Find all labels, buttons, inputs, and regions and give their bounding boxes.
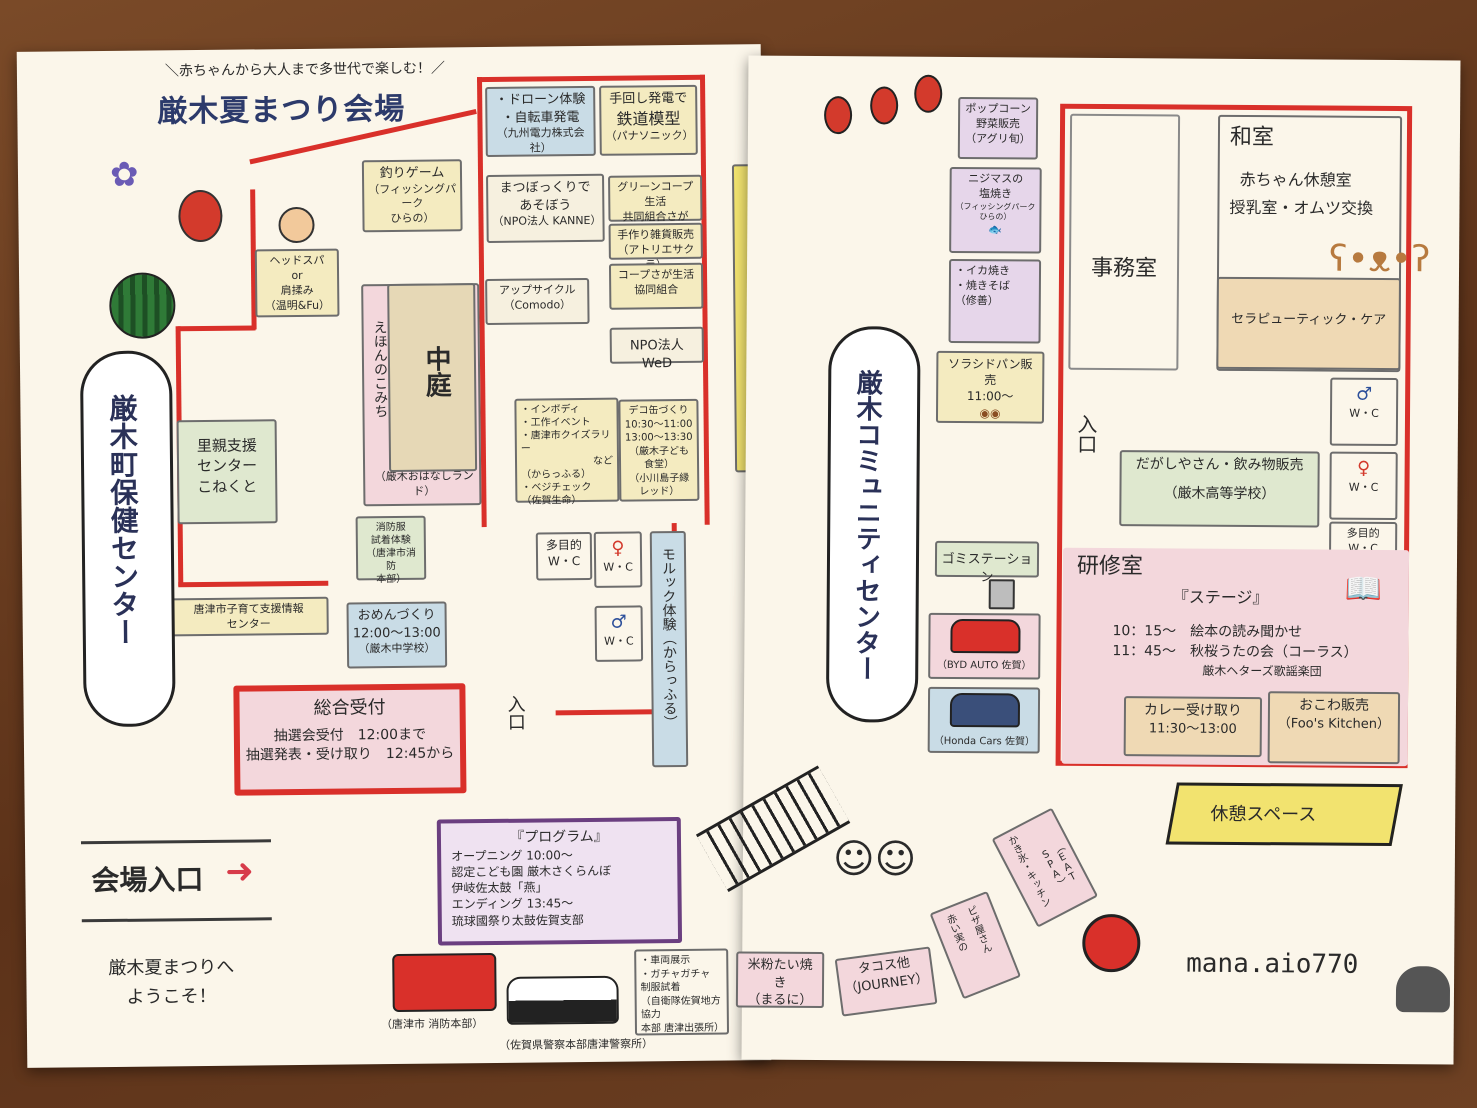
- lantern-icon: [914, 74, 943, 113]
- divider-bottom: [81, 917, 272, 923]
- stall-ika: ・イカ焼き・焼きそば（修善）: [948, 258, 1042, 344]
- woman-toilet-icon: ♀: [1356, 457, 1371, 479]
- right-map-page: ポップコーン野菜販売（アグリ旬） ニジマスの塩焼き（フィッシングパークひらの） …: [695, 55, 1461, 1065]
- lantern-icon: [178, 189, 223, 243]
- entrance-label: 入口: [504, 694, 526, 731]
- room-wc-women: ♀W・C: [1329, 451, 1398, 521]
- room-kosodate: 唐津市子育て支援情報センター: [168, 596, 329, 637]
- tagline: ＼赤ちゃんから大人まで多世代で楽しむ！／: [164, 60, 445, 80]
- stall-popcorn: ポップコーン野菜販売（アグリ旬）: [957, 96, 1039, 160]
- community-center-label: 厳木コミュニティセンター: [825, 326, 921, 723]
- fish-icon: 🐟: [988, 223, 1003, 237]
- room-railway: 手回し発電で鉄道模型（パナソニック）: [599, 84, 698, 156]
- blue-car-icon: [949, 692, 1021, 728]
- room-satooya: 里親支援センターこねくと: [176, 419, 278, 525]
- room-handmade: 手作り雑貨販売（アトリエサクラ）: [608, 222, 703, 271]
- train-car-kakigori: かき氷・キッチン（EAT SPA）: [991, 807, 1099, 928]
- room-wc-men: ♂W・C: [594, 605, 644, 662]
- building-wall-step: [177, 325, 256, 332]
- stall-dagashi: だがしやさん・飲み物販売（厳木高等学校）: [1119, 450, 1320, 528]
- stick-figures-icon: ☺☺: [832, 836, 917, 883]
- fire-truck-icon: [392, 952, 497, 1013]
- room-multipurpose-wc: 多目的W・C: [535, 531, 593, 581]
- room-matsubokkuri: まつぼっくりであそぼう（NPO法人 KANNE）: [486, 173, 605, 244]
- watermelon-icon: [109, 272, 176, 339]
- room-jimushitsu: 事務室: [1068, 113, 1181, 371]
- man-toilet-icon: ♂: [1356, 383, 1373, 405]
- taiko-drum-icon: [1082, 913, 1141, 973]
- cat-icon: [1395, 966, 1451, 1013]
- entrance-label: 入口: [1073, 413, 1099, 454]
- morning-glory-icon: ✿: [109, 154, 139, 195]
- garbage-station: ゴミステーション: [934, 540, 1040, 585]
- page-title: 厳木夏まつり会場: [157, 91, 406, 130]
- rest-space-tent: 休憩スペース: [1165, 782, 1403, 847]
- room-fire-uniform: 消防服試着体験（唐津市消防本部）: [355, 515, 427, 585]
- room-activities: ・インボディ・工作イベント・唐津市クイズラリーなど（からっふる）・ベジチェック（…: [514, 397, 620, 507]
- room-npo-wed: NPO法人WeD: [609, 326, 704, 371]
- bread-icon: ◉◉: [979, 405, 1001, 420]
- train-car-pizza: 赤い実のピザ屋さん: [929, 890, 1022, 1000]
- room-fishing: 釣りゲーム（フィッシングパークひらの）: [361, 159, 463, 233]
- room-wc-women: ♀W・C: [593, 531, 643, 588]
- trash-can-icon: [988, 579, 1015, 610]
- room-molluk: モルック体験（からっふる）: [649, 530, 689, 768]
- courtyard: 中庭: [387, 283, 478, 473]
- program-panel: 『プログラム』 オープニング 10:00〜 認定こども園 厳木さくらんぼ 伊岐佐…: [436, 817, 683, 946]
- room-greencoop: グリーンコープ生活共同組合さが: [608, 174, 703, 223]
- credit: mana.aio770: [1186, 948, 1359, 980]
- welcome-message: 厳木夏まつりへようこそ！: [108, 956, 235, 1008]
- man-toilet-icon: ♂: [610, 611, 627, 633]
- room-therapy: セラピューティック・ケア: [1216, 276, 1401, 371]
- health-center-label: 厳木町保健センター: [79, 350, 176, 728]
- arrow-right-icon: ➜: [225, 851, 255, 892]
- divider-top: [80, 839, 271, 845]
- left-map-page: ＼赤ちゃんから大人まで多世代で楽しむ！／ 厳木夏まつり会場 ✿ ・ドローン体験・…: [16, 44, 776, 1068]
- police-car-icon: [506, 975, 619, 1025]
- vehicle-display-note: ・車両展示・ガチャガチャ制服試着（自衛隊佐賀地方協力本部 唐津出張所）: [634, 948, 730, 1036]
- room-upcycle: アップサイクル（Comodo）: [485, 277, 590, 326]
- room-drone: ・ドローン体験・自転車発電（九州電力株式会社）: [485, 85, 596, 158]
- room-wc-men: ♂W・C: [1329, 377, 1399, 447]
- police-label: （佐賀県警察本部唐津警察所）: [499, 1037, 654, 1052]
- lantern-icon: [823, 96, 853, 135]
- venue-entrance-label: 会場入口: [91, 863, 204, 898]
- train-car-takosu: タコス他（JOURNEY）: [834, 946, 938, 1017]
- woman-toilet-icon: ♀: [611, 537, 625, 559]
- red-car-icon: [950, 618, 1021, 654]
- stall-okowa: おこわ販売（Foo's Kitchen）: [1267, 691, 1401, 765]
- child-face-icon: [278, 206, 315, 244]
- open-book-icon: 📖: [1344, 571, 1383, 607]
- fire-truck-label: （唐津市 消防本部）: [380, 1017, 484, 1032]
- stall-nijimasu: ニジマスの塩焼き（フィッシングパークひらの） 🐟: [949, 166, 1042, 254]
- train-car-beiko: 米粉たい焼き（まるに）: [735, 951, 825, 1008]
- room-coopsaga: コープさが生活協同組合: [608, 262, 704, 310]
- building-wall-south: [178, 580, 329, 588]
- reception-desk: 総合受付 抽選会受付 12:00まで 抽選発表・受け取り 12:45から: [233, 683, 467, 796]
- lantern-icon: [870, 86, 899, 125]
